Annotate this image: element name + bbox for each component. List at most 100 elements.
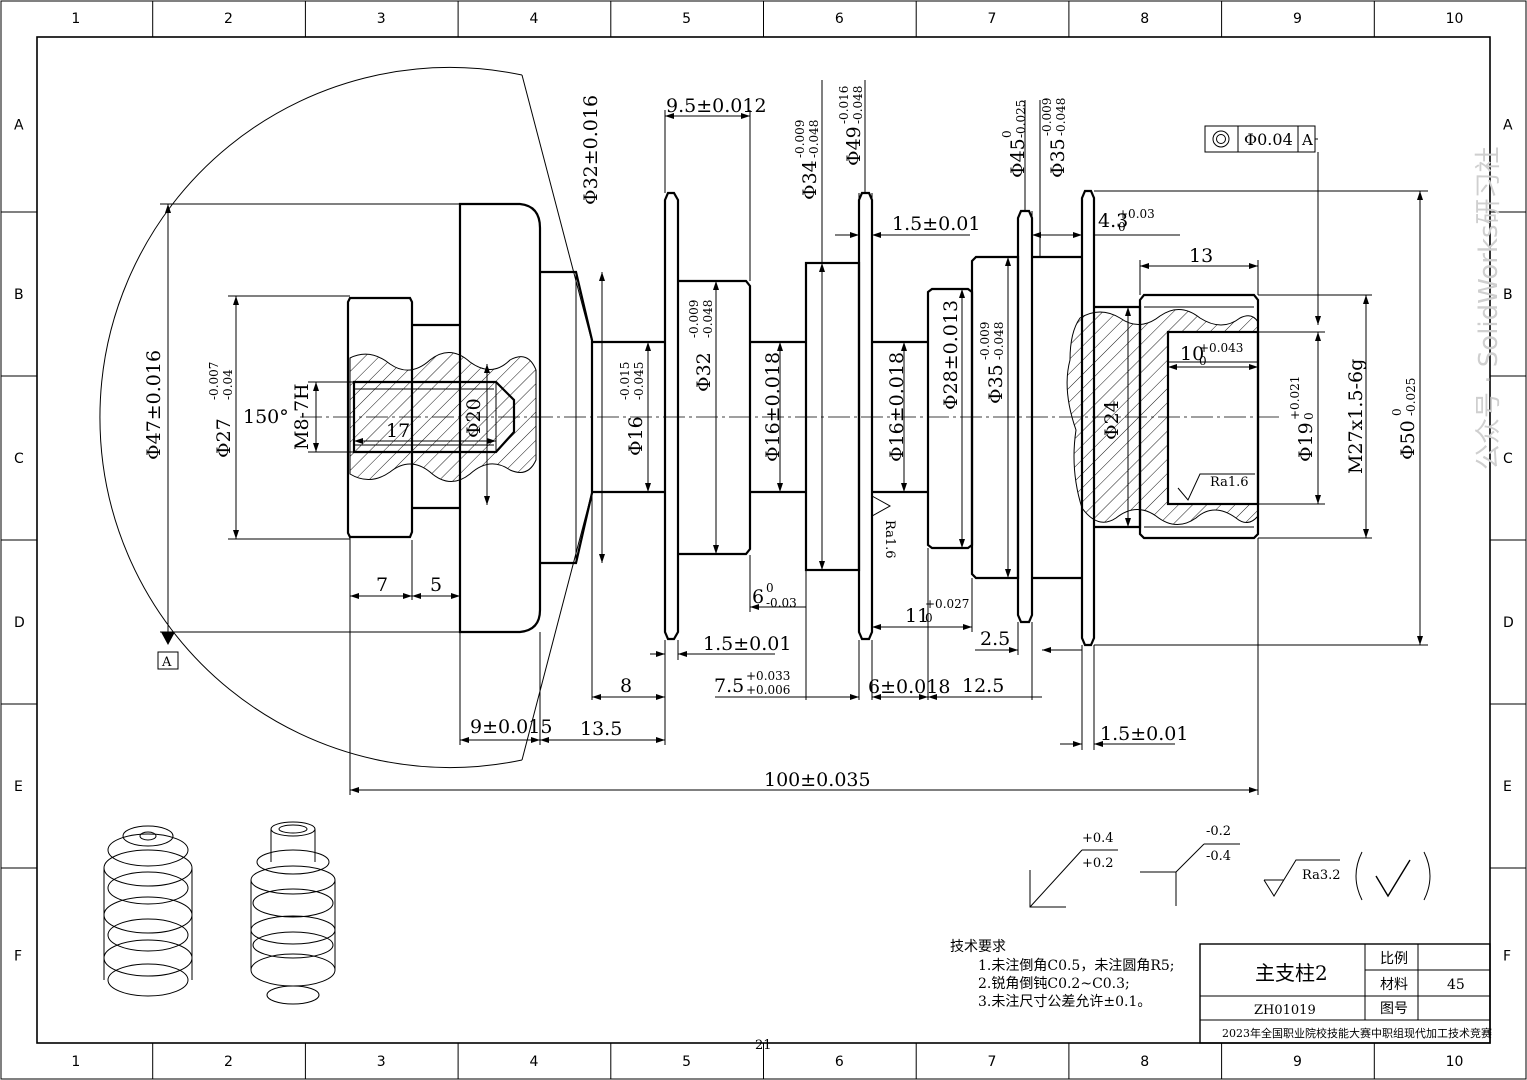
zone-rows-right: A B C D E F <box>1490 118 1526 965</box>
svg-text:0: 0 <box>1302 412 1316 420</box>
svg-text:+0.033: +0.033 <box>746 669 790 683</box>
dim-7-5: 7.5 <box>714 675 744 697</box>
dim-d24: Φ24 <box>1101 400 1123 440</box>
drawing-number: ZH01019 <box>1254 1003 1316 1018</box>
dim-d16a: Φ16 <box>625 416 647 456</box>
dim-9-5: 9.5±0.012 <box>666 95 767 117</box>
roughness-ra32: Ra3.2 <box>1302 868 1341 883</box>
dim-1-5-a: 1.5±0.01 <box>892 213 980 235</box>
dim-13: 13 <box>1189 245 1213 267</box>
dim-d34: Φ34 <box>799 160 821 200</box>
dim-m8: M8-7H <box>291 383 313 450</box>
dim-d35a: Φ35 <box>985 364 1007 404</box>
svg-text:-0.009: -0.009 <box>1040 98 1054 136</box>
zone-column-label: 8 <box>1140 1054 1149 1070</box>
disc-3 <box>1016 209 1034 624</box>
zone-row-label: A <box>1503 118 1513 134</box>
dim-d47: Φ47±0.016 <box>143 350 165 460</box>
dim-d32b: Φ32 <box>693 352 715 392</box>
svg-text:-0.048: -0.048 <box>701 300 715 338</box>
body-d35 <box>970 255 1020 580</box>
zone-column-label: 7 <box>988 1054 997 1070</box>
svg-text:-0.04: -0.04 <box>221 369 235 400</box>
dim-overall-length: 100±0.035 <box>764 769 871 791</box>
dim-5: 5 <box>430 574 442 596</box>
zone-column-label: 3 <box>377 11 386 27</box>
dim-d16b: Φ16±0.018 <box>762 352 784 462</box>
dim-d27: Φ27 <box>213 418 235 458</box>
zone-row-label: A <box>14 118 24 134</box>
svg-text:-0.016: -0.016 <box>837 86 851 124</box>
zone-row-label: D <box>1503 615 1514 631</box>
zone-column-label: 9 <box>1293 11 1302 27</box>
svg-text:-0.048: -0.048 <box>992 322 1006 360</box>
zone-row-label: E <box>1503 779 1512 795</box>
dim-6-b: 6±0.018 <box>868 676 950 698</box>
datum-a: A <box>157 651 179 670</box>
title-block: 主支柱2 比例 材料 45 图号 ZH01019 2023年全国职业院校技能大赛… <box>1199 943 1492 1044</box>
zone-column-label: 5 <box>682 11 691 27</box>
scale-label: 比例 <box>1380 951 1408 967</box>
gt-value: Φ0.04 <box>1244 130 1293 149</box>
zone-row-label: E <box>14 779 23 795</box>
watermark: 公众号 · SolidWorks研习社 <box>1474 146 1504 470</box>
zone-row-label: F <box>1503 949 1511 965</box>
dim-10: 10 <box>1180 343 1204 365</box>
zone-column-label: 3 <box>377 1054 386 1070</box>
angle-label: 150° <box>243 406 289 428</box>
svg-text:0: 0 <box>1199 354 1207 368</box>
dim-d50: Φ50 <box>1397 420 1419 460</box>
svg-text:0: 0 <box>1390 408 1404 416</box>
note-plus04: +0.4 <box>1082 831 1114 846</box>
svg-text:0: 0 <box>925 611 933 625</box>
svg-text:-0.045: -0.045 <box>632 362 646 400</box>
left-section <box>349 352 537 482</box>
note-minus04: -0.4 <box>1206 849 1231 864</box>
note-plus02: +0.2 <box>1082 856 1114 871</box>
svg-text:0: 0 <box>766 581 774 595</box>
watermark-text: 公众号 · SolidWorks研习社 <box>1474 146 1504 470</box>
head-flange <box>458 202 542 634</box>
tech-item-1: 1.未注倒角C0.5，未注圆角R5; <box>978 958 1175 974</box>
dim-1-5-c: 1.5±0.01 <box>1100 723 1188 745</box>
dim-m27: M27x1.5-6g <box>1345 359 1367 474</box>
disc-2 <box>857 191 874 641</box>
svg-text:0: 0 <box>1000 130 1014 138</box>
zone-column-label: 1 <box>71 11 80 27</box>
dim-1-5-b: 1.5±0.01 <box>703 633 791 655</box>
part-name: 主支柱2 <box>1255 961 1328 985</box>
zone-row-label: B <box>1503 287 1513 303</box>
dim-12-5: 12.5 <box>962 675 1004 697</box>
svg-text:-0.03: -0.03 <box>766 596 797 610</box>
material-label: 材料 <box>1380 977 1408 993</box>
dim-7: 7 <box>376 574 388 596</box>
zone-row-label: B <box>14 287 24 303</box>
note-minus02: -0.2 <box>1206 824 1231 839</box>
svg-text:-0.048: -0.048 <box>851 86 865 124</box>
svg-text:+0.027: +0.027 <box>925 597 969 611</box>
svg-text:+0.006: +0.006 <box>746 683 790 697</box>
svg-text:+0.021: +0.021 <box>1288 376 1302 420</box>
dim-17: 17 <box>386 420 410 442</box>
tolerance-sub-labels: -0.007 -0.04 -0.015 -0.045 -0.009 -0.048… <box>207 86 1418 697</box>
horizontal-dimensions: 100±0.035 7 5 9±0.015 13.5 8 1.5±0.01 9.… <box>349 95 1259 795</box>
figure-label: 图号 <box>1380 1001 1408 1017</box>
zone-column-label: 2 <box>224 1054 233 1070</box>
zone-row-label: C <box>1503 451 1513 467</box>
zone-column-label: 8 <box>1140 11 1149 27</box>
material-value: 45 <box>1447 977 1465 993</box>
zone-column-label: 4 <box>529 11 538 27</box>
dim-d35b: Φ35 <box>1047 138 1069 178</box>
dim-d20: Φ20 <box>463 398 485 438</box>
dim-d19: Φ19 <box>1295 422 1317 462</box>
datum-label: A <box>161 655 172 670</box>
svg-text:0: 0 <box>1118 220 1126 234</box>
roughness-ra16b: Ra1.6 <box>882 520 897 559</box>
angle-150: 150° <box>99 67 593 768</box>
diameter-dimensions: Φ47±0.016 Φ27 M8-7H Φ20 Φ32±0.016 Φ16 Φ3… <box>143 80 1428 646</box>
zone-column-label: 4 <box>529 1054 538 1070</box>
